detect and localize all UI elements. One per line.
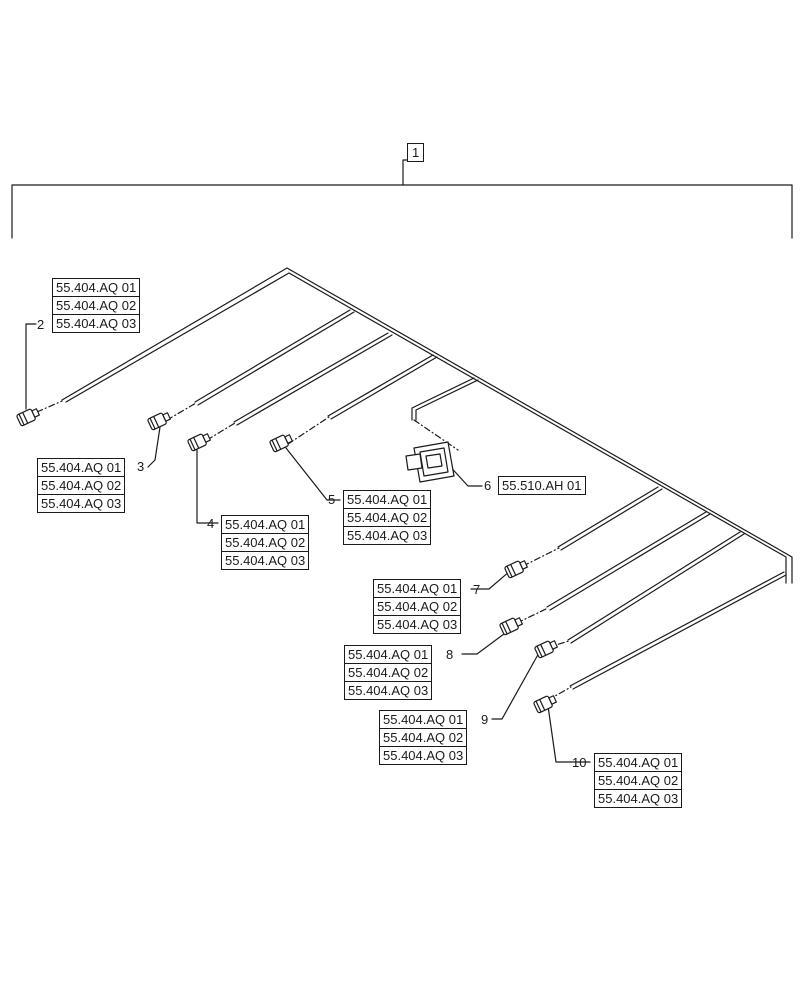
callout-6-number: 6 [484, 478, 492, 493]
reference-link[interactable]: 55.404.AQ 03 [378, 746, 468, 765]
reference-link[interactable]: 55.404.AQ 03 [220, 551, 310, 570]
callout-4-references: 55.404.AQ 01 55.404.AQ 02 55.404.AQ 03 [220, 515, 310, 570]
connector-3 [147, 412, 171, 431]
callout-9-references: 55.404.AQ 01 55.404.AQ 02 55.404.AQ 03 [378, 710, 468, 765]
callout-7-references: 55.404.AQ 01 55.404.AQ 02 55.404.AQ 03 [372, 579, 462, 634]
callout-6-references: 55.510.AH 01 [498, 476, 586, 495]
callout-1-box: 1 [407, 143, 425, 162]
connector-8 [499, 617, 523, 636]
reference-link[interactable]: 55.404.AQ 01 [36, 458, 126, 477]
callout-5-references: 55.404.AQ 01 55.404.AQ 02 55.404.AQ 03 [342, 490, 432, 545]
reference-link[interactable]: 55.404.AQ 03 [343, 681, 433, 700]
reference-link[interactable]: 55.404.AQ 02 [220, 533, 310, 552]
reference-link[interactable]: 55.404.AQ 03 [51, 314, 141, 333]
reference-link[interactable]: 55.404.AQ 02 [378, 728, 468, 747]
harness-branches [194, 309, 787, 690]
callout-9-number: 9 [481, 712, 489, 727]
connector-10 [533, 695, 557, 714]
callout-8-number: 8 [446, 647, 454, 662]
reference-link[interactable]: 55.404.AQ 03 [372, 615, 462, 634]
connector-7 [504, 560, 528, 579]
connector-6 [405, 441, 455, 483]
callout-3-number: 3 [137, 459, 145, 474]
reference-link[interactable]: 55.404.AQ 02 [372, 597, 462, 616]
dash-dot-lines [36, 400, 572, 701]
assembly-bracket [11, 151, 793, 239]
callout-3-references: 55.404.AQ 01 55.404.AQ 02 55.404.AQ 03 [36, 458, 126, 513]
reference-link[interactable]: 55.404.AQ 02 [593, 771, 683, 790]
reference-link[interactable]: 55.404.AQ 01 [378, 710, 468, 729]
callout-10-number: 10 [572, 755, 587, 770]
callout-10-references: 55.404.AQ 01 55.404.AQ 02 55.404.AQ 03 [593, 753, 683, 808]
callout-5-number: 5 [328, 492, 336, 507]
callout-7-number: 7 [473, 582, 481, 597]
reference-link[interactable]: 55.404.AQ 01 [372, 579, 462, 598]
callout-2-references: 55.404.AQ 01 55.404.AQ 02 55.404.AQ 03 [51, 278, 141, 333]
connector-4 [187, 433, 211, 452]
reference-link[interactable]: 55.404.AQ 01 [593, 753, 683, 772]
harness-trunk [61, 267, 793, 584]
reference-link[interactable]: 55.404.AQ 01 [51, 278, 141, 297]
callout-8-references: 55.404.AQ 01 55.404.AQ 02 55.404.AQ 03 [343, 645, 433, 700]
reference-link[interactable]: 55.404.AQ 01 [343, 645, 433, 664]
leader-lines [25, 323, 591, 763]
reference-link[interactable]: 55.510.AH 01 [498, 476, 586, 495]
reference-link[interactable]: 55.404.AQ 03 [593, 789, 683, 808]
reference-link[interactable]: 55.404.AQ 02 [343, 663, 433, 682]
reference-link[interactable]: 55.404.AQ 02 [36, 476, 126, 495]
callout-4-number: 4 [207, 516, 215, 531]
connector-9 [534, 640, 558, 659]
reference-link[interactable]: 55.404.AQ 03 [342, 526, 432, 545]
reference-link[interactable]: 55.404.AQ 03 [36, 494, 126, 513]
connector-5 [269, 434, 293, 453]
reference-link[interactable]: 55.404.AQ 02 [342, 508, 432, 527]
reference-link[interactable]: 55.404.AQ 01 [342, 490, 432, 509]
callout-2-number: 2 [37, 317, 45, 332]
reference-link[interactable]: 55.404.AQ 01 [220, 515, 310, 534]
connector-2 [16, 408, 40, 427]
reference-link[interactable]: 55.404.AQ 02 [51, 296, 141, 315]
